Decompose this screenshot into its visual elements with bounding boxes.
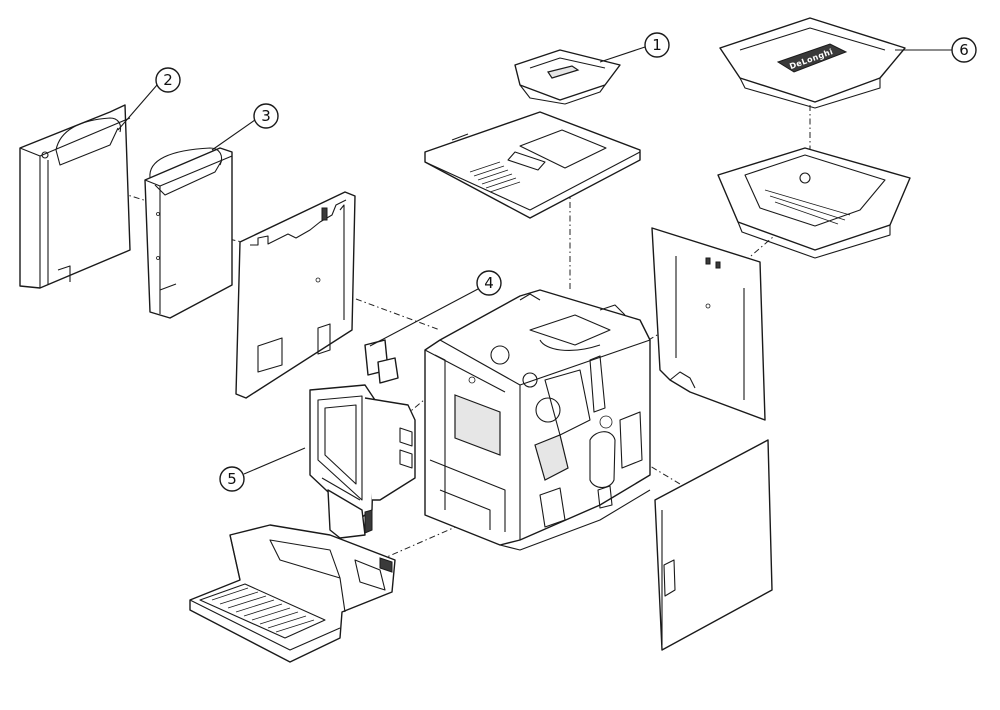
grille-slots: [211, 587, 315, 633]
water-tank-inner: [144, 147, 233, 319]
control-panel: [309, 384, 416, 539]
small-bracket: [364, 339, 399, 384]
callout-5: 5: [219, 447, 306, 492]
left-side-panel: [235, 191, 356, 399]
drip-tray: [189, 524, 396, 663]
callout-2-number: 2: [163, 71, 173, 89]
callout-1: 1: [599, 32, 670, 63]
callout-4: 4: [369, 270, 502, 347]
front-door: [654, 439, 773, 651]
bean-hopper: DeLonghi: [717, 17, 911, 259]
bean-container-lid: [514, 49, 621, 105]
callout-3: 3: [211, 103, 279, 151]
vent-slots: [469, 161, 521, 193]
top-cover: [424, 111, 641, 219]
water-tank-outer: [19, 104, 131, 289]
main-chassis: [424, 289, 651, 551]
callout-1-number: 1: [652, 36, 662, 54]
right-side-panel: [651, 227, 766, 421]
callout-6: 6: [895, 37, 977, 63]
callout-2: 2: [117, 67, 181, 131]
callout-6-number: 6: [959, 41, 969, 59]
callout-5-number: 5: [227, 470, 237, 488]
callout-3-number: 3: [261, 107, 271, 125]
callout-4-number: 4: [484, 274, 494, 292]
